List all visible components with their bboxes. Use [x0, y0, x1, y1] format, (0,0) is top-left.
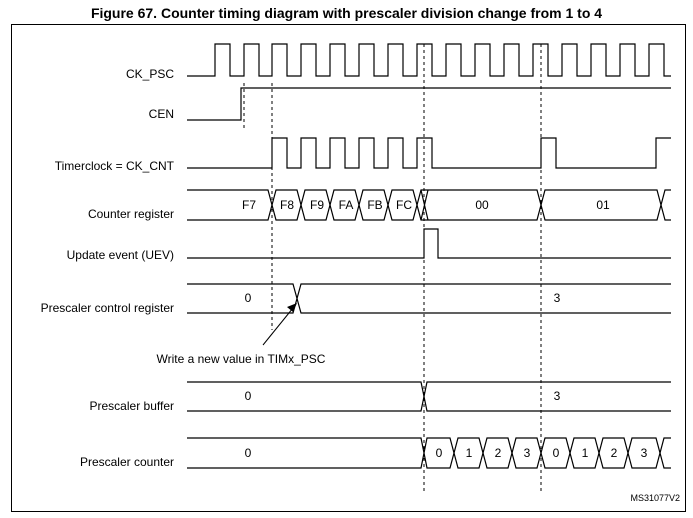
timerclock-waveform — [187, 137, 671, 169]
counter-register-bus — [187, 189, 671, 221]
prescaler-counter-value-2: 1 — [466, 446, 473, 460]
counter-value-00: 00 — [475, 198, 489, 212]
counter-value-f9: F9 — [310, 198, 324, 212]
figure-id: MS31077V2 — [630, 493, 680, 503]
cen-waveform — [187, 87, 671, 121]
counter-value-fb: FB — [367, 198, 382, 212]
prescaler-buffer-bus — [187, 381, 671, 412]
counter-value-fa: FA — [339, 198, 354, 212]
label-prescaler-control: Prescaler control register — [41, 301, 174, 315]
prescaler-control-bus — [187, 283, 671, 314]
prescaler-counter-value-6: 1 — [582, 446, 589, 460]
label-prescaler-buffer: Prescaler buffer — [90, 399, 175, 413]
diagram-frame — [11, 24, 686, 512]
prescaler-counter-value-4: 3 — [524, 446, 531, 460]
prescaler-control-value-new: 3 — [554, 291, 561, 305]
label-timerclock: Timerclock = CK_CNT — [55, 159, 175, 173]
counter-value-01: 01 — [596, 198, 610, 212]
prescaler-counter-value-1: 0 — [436, 446, 443, 460]
prescaler-counter-value-initial: 0 — [245, 446, 252, 460]
prescaler-counter-bus — [187, 437, 671, 469]
label-ck-psc: CK_PSC — [126, 67, 174, 81]
prescaler-counter-value-8: 3 — [641, 446, 648, 460]
counter-value-f7: F7 — [242, 198, 256, 212]
prescaler-control-value-old: 0 — [245, 291, 252, 305]
prescaler-counter-value-5: 0 — [553, 446, 560, 460]
ck-psc-waveform — [187, 43, 671, 77]
uev-waveform — [187, 228, 671, 259]
prescaler-buffer-value-old: 0 — [245, 389, 252, 403]
label-counter-register: Counter register — [88, 207, 174, 221]
label-cen: CEN — [149, 107, 174, 121]
prescaler-counter-value-3: 2 — [495, 446, 502, 460]
label-prescaler-counter: Prescaler counter — [80, 455, 174, 469]
write-annotation-text: Write a new value in TIMx_PSC — [157, 352, 326, 366]
figure-title: Figure 67. Counter timing diagram with p… — [90, 5, 603, 21]
prescaler-counter-value-7: 2 — [611, 446, 618, 460]
write-annotation-arrow — [262, 303, 297, 346]
counter-value-f8: F8 — [280, 198, 294, 212]
label-uev: Update event (UEV) — [67, 248, 174, 262]
counter-value-fc: FC — [396, 198, 412, 212]
prescaler-buffer-value-new: 3 — [554, 389, 561, 403]
